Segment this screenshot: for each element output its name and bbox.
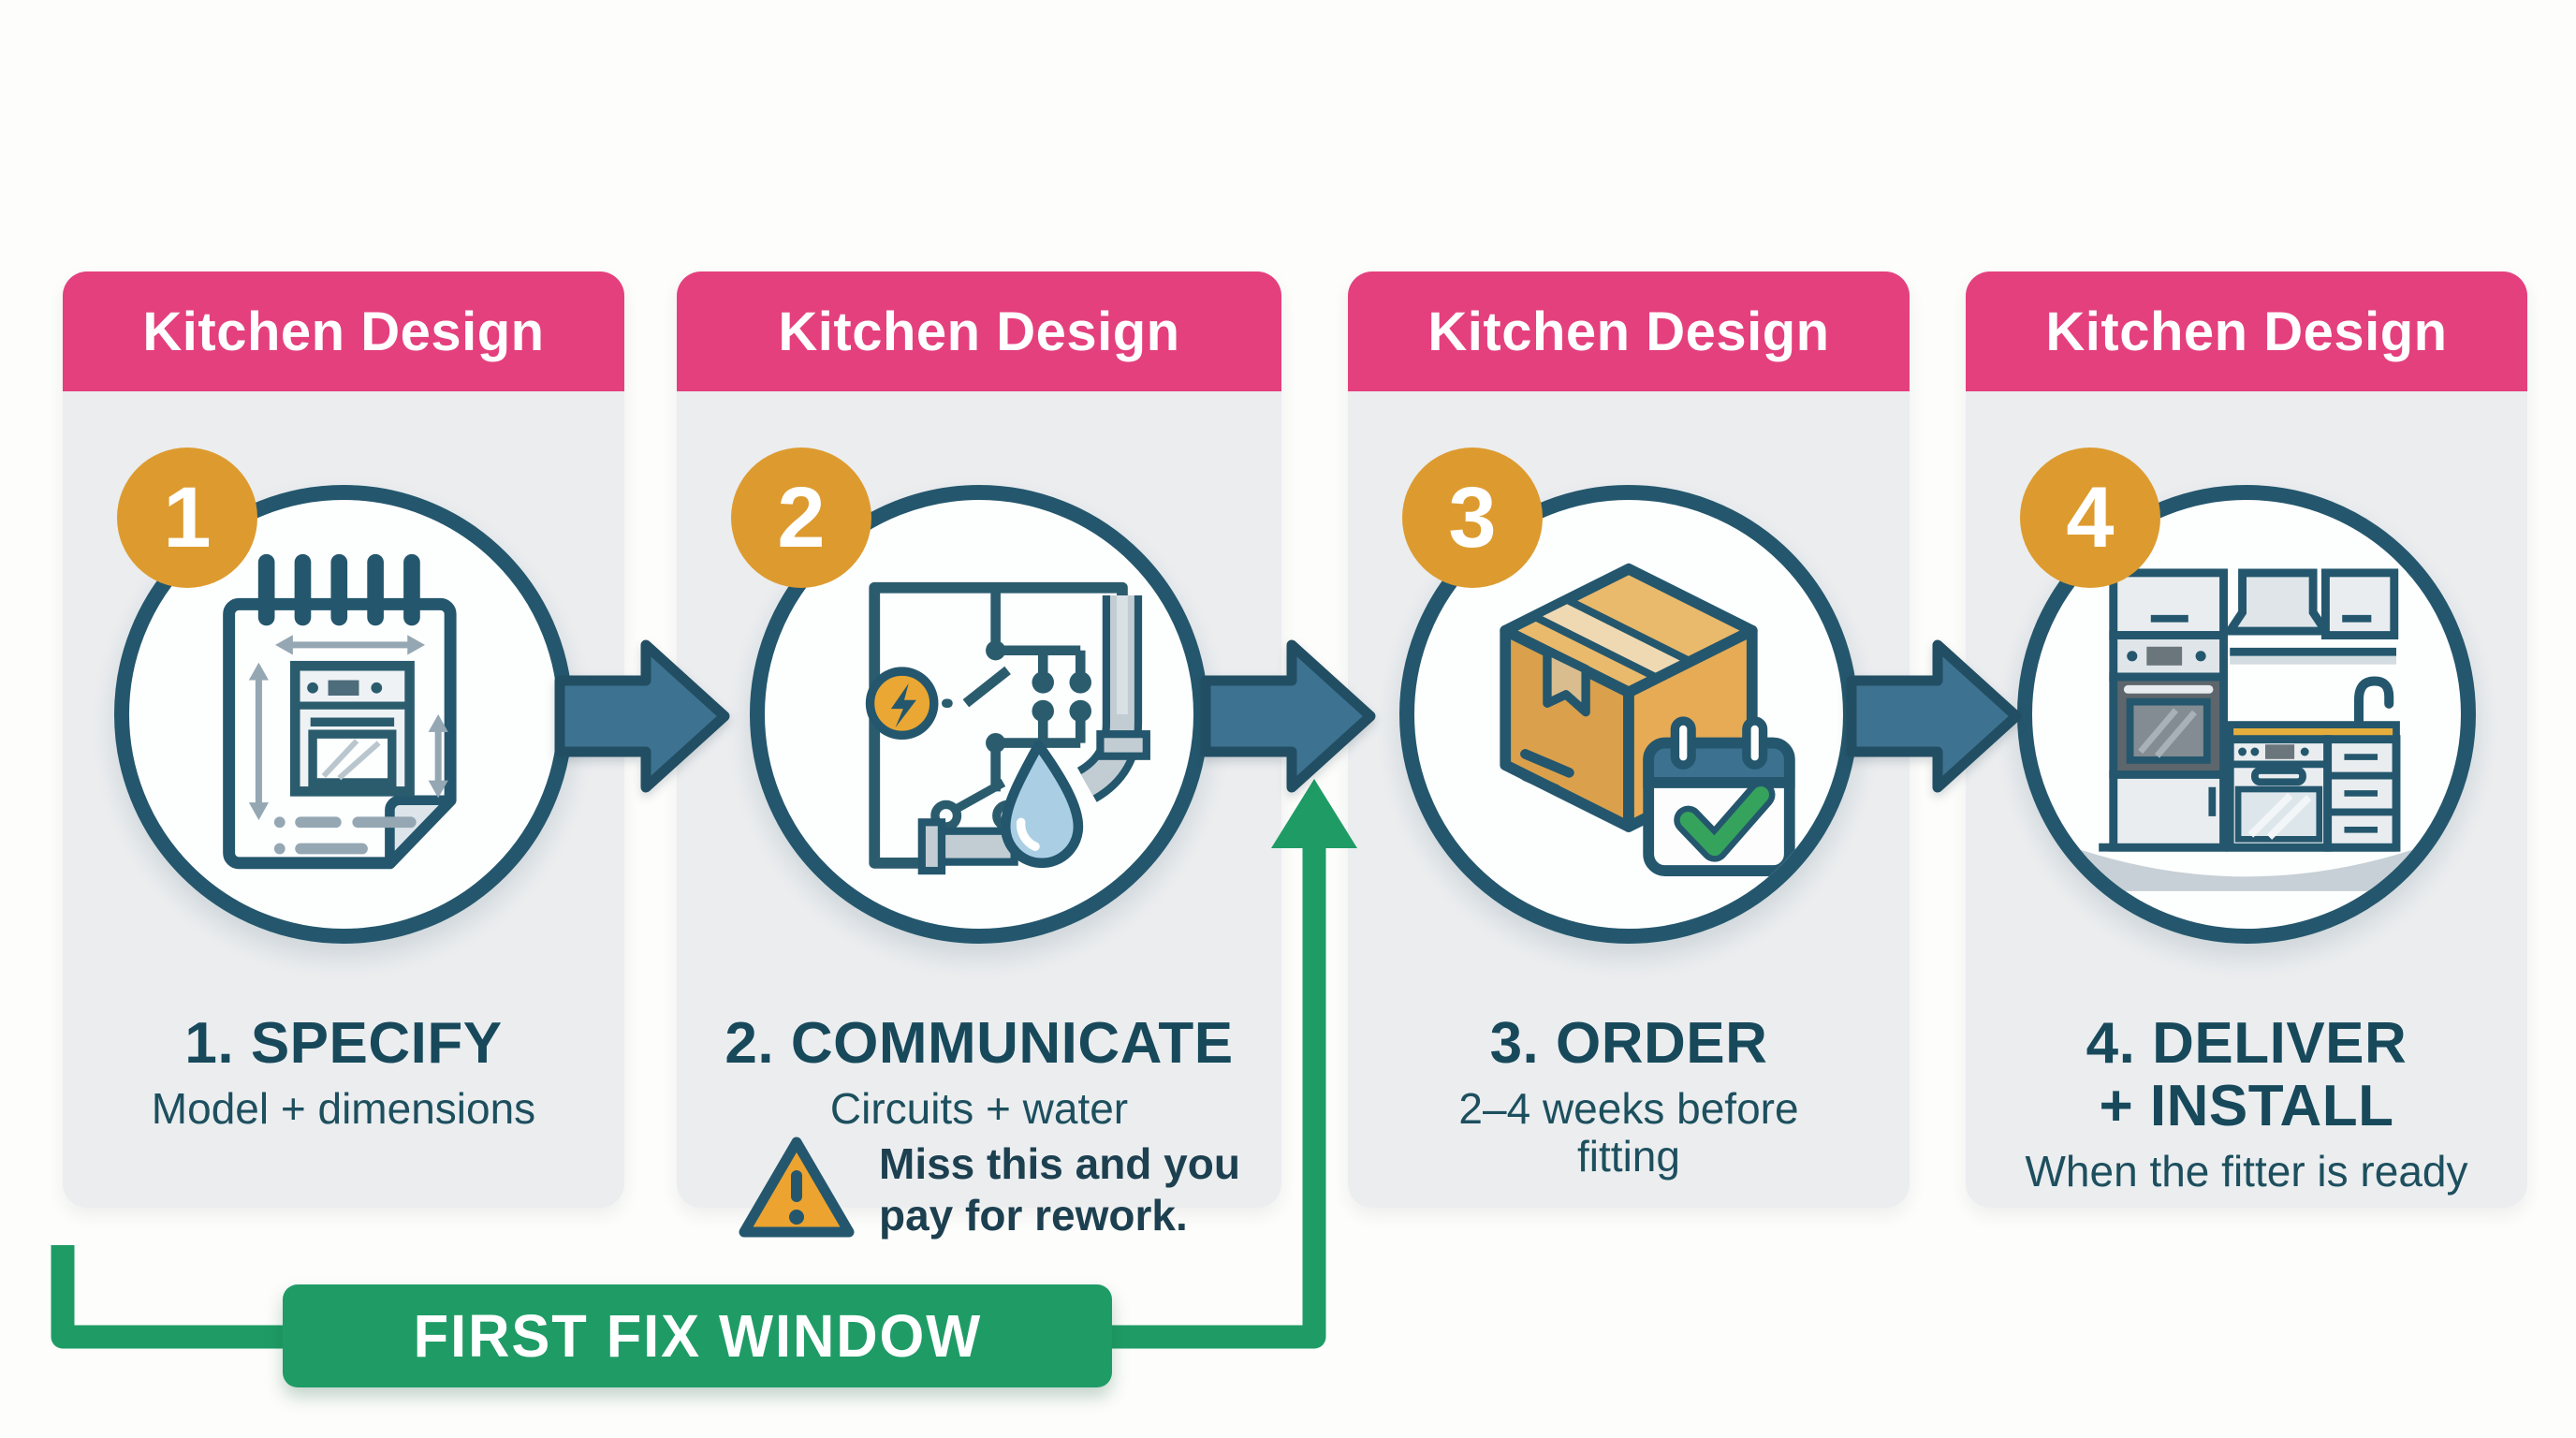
first-fix-window-banner: FIRST FIX WINDOW [283, 1284, 1112, 1387]
step-subtitle: Model + dimensions [151, 1083, 536, 1133]
step-number-badge: 3 [1402, 448, 1543, 588]
card-header: Kitchen Design [677, 271, 1281, 391]
step-card-specify: Kitchen Design 1 [63, 271, 624, 1208]
notepad-dimensions-icon [223, 553, 457, 870]
warning-note: Miss this and you pay for rework. [735, 1133, 1268, 1245]
step-subtitle: When the fitter is ready [2025, 1146, 2468, 1196]
step-text-block: 3. ORDER 2–4 weeks before fitting [1357, 1011, 1900, 1181]
circuit-water-icon [865, 581, 1150, 875]
step-title: 3. ORDER [1489, 1011, 1768, 1076]
step-card-deliver-install: Kitchen Design 4 [1966, 271, 2527, 1208]
card-header-label: Kitchen Design [2045, 301, 2448, 362]
card-header: Kitchen Design [1966, 271, 2527, 391]
step-title: 2. COMMUNICATE [724, 1011, 1234, 1076]
step-number-badge: 4 [2020, 448, 2160, 588]
warning-triangle-icon [739, 1137, 855, 1238]
step-number-badge: 2 [731, 448, 871, 588]
step-number-badge: 1 [117, 448, 257, 588]
step-card-order: Kitchen Design 3 [1348, 271, 1910, 1208]
warning-text: Miss this and you pay for rework. [879, 1139, 1240, 1240]
step-text-block: 4. DELIVER + INSTALL When the fitter is … [1975, 1011, 2518, 1196]
step-title: 4. DELIVER + INSTALL [2086, 1011, 2408, 1138]
step-title: 1. SPECIFY [184, 1011, 503, 1076]
flow-arrow-1-2-icon [554, 639, 730, 793]
step-text-block: 1. SPECIFY Model + dimensions [72, 1011, 615, 1133]
step-subtitle: 2–4 weeks before fitting [1458, 1083, 1799, 1181]
card-header-label: Kitchen Design [778, 301, 1180, 362]
flow-arrow-3-4-icon [1846, 639, 2022, 793]
card-header: Kitchen Design [63, 271, 624, 391]
flow-arrow-2-3-icon [1200, 639, 1376, 793]
first-fix-window-label: FIRST FIX WINDOW [413, 1302, 982, 1370]
card-header-label: Kitchen Design [142, 301, 545, 362]
card-header-label: Kitchen Design [1427, 301, 1830, 362]
card-header: Kitchen Design [1348, 271, 1910, 391]
box-calendar-icon [1500, 563, 1795, 876]
step-card-communicate: Kitchen Design 2 [677, 271, 1281, 1240]
step-subtitle: Circuits + water [829, 1083, 1129, 1133]
kitchen-units-icon [2080, 568, 2413, 891]
step-text-block: 2. COMMUNICATE Circuits + water [686, 1011, 1272, 1133]
